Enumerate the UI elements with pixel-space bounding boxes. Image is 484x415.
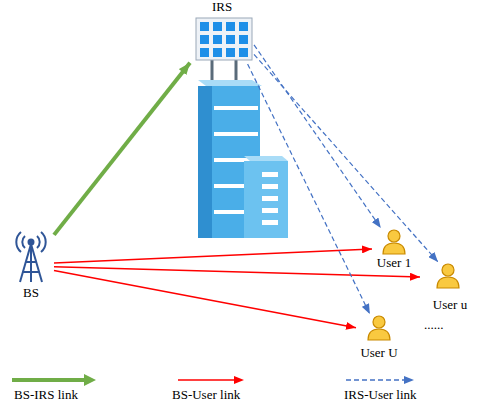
ellipsis-label: ...... [424,318,444,332]
legend-label: IRS-User link [344,388,417,402]
link-arrow [54,270,356,327]
user-node: User U [356,314,402,360]
user-node: User 1 [372,228,416,270]
user-icon [437,264,459,288]
link-arrow [254,45,381,228]
legend-label: BS-User link [172,388,240,402]
link-arrow [248,64,370,314]
legend-entry: IRS-User link [344,388,417,402]
link-arrow [54,249,372,263]
legend-entry: BS-User link [172,388,240,402]
bs-node: BS [8,226,54,300]
node-label: IRS [212,0,232,14]
user-node: User u [420,262,480,312]
bs-tower [16,232,45,282]
legend-sample [178,376,244,384]
node-label: User U [360,346,397,360]
legend-sample [12,374,96,386]
legend-sample [346,376,414,384]
legend-entry: BS-IRS link [14,388,78,402]
node-label: User u [433,298,467,312]
link-arrow [54,63,190,235]
link-arrow [54,267,420,277]
user-icon [368,316,390,340]
user-icon [383,230,405,254]
irs-panel [196,18,252,60]
node-label: BS [23,286,39,300]
irs-node: IRS [190,0,254,64]
link-arrow [254,54,438,262]
node-label: User 1 [377,256,411,270]
building [198,60,288,238]
legend-label: BS-IRS link [14,388,78,402]
